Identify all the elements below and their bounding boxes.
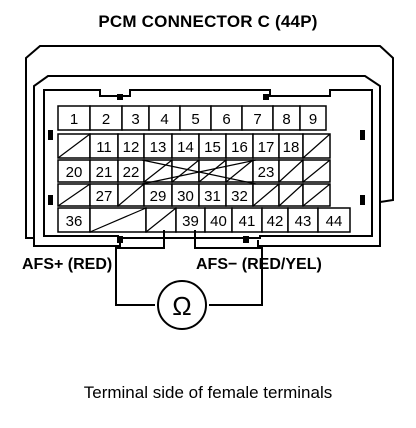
ohm-symbol: Ω [172, 291, 191, 321]
terminal-label: 11 [96, 139, 112, 156]
terminal-label: 32 [231, 188, 248, 205]
blank-cell-slash [302, 133, 331, 159]
cross-line [141, 159, 257, 185]
blank-cell-slash [252, 183, 280, 207]
terminal-label: 42 [267, 213, 284, 230]
terminal-label: 9 [309, 111, 317, 128]
afs-minus-label: AFS− (RED/YEL) [196, 256, 322, 273]
blank-cell-slash [57, 183, 91, 207]
blank-cell-slash [278, 159, 304, 183]
blank-cell-slash [89, 207, 147, 233]
terminal-3 [121, 105, 150, 131]
terminal-label: 36 [66, 213, 83, 230]
page-title: PCM CONNECTOR C (44P) [98, 12, 318, 31]
ohmmeter-circle [157, 280, 207, 330]
terminal-17 [252, 133, 280, 159]
terminal-5 [179, 105, 212, 131]
terminal-label: 17 [258, 139, 275, 156]
terminal-label: 40 [210, 213, 227, 230]
blank-cell-slash [117, 183, 145, 207]
terminal-label: 4 [160, 111, 168, 128]
blank-cell-slash [143, 159, 173, 183]
caption: Terminal side of female terminals [83, 383, 333, 402]
terminal-2 [89, 105, 123, 131]
terminal-label: 8 [282, 111, 290, 128]
blank-cell-slash [302, 183, 331, 207]
blank-cell-slash [57, 133, 91, 159]
terminal-label: 6 [222, 111, 230, 128]
terminal-label: 7 [253, 111, 261, 128]
blank-cell-slash [302, 159, 331, 183]
terminal-label: 21 [96, 164, 113, 181]
terminal-label: 1 [70, 111, 78, 128]
terminal-label: 41 [239, 213, 256, 230]
terminal-label: 43 [295, 213, 312, 230]
terminal-label: 3 [131, 111, 139, 128]
terminal-label: 14 [177, 139, 194, 156]
terminal-label: 16 [231, 139, 248, 156]
terminal-label: 27 [96, 188, 113, 205]
terminal-label: 30 [177, 188, 194, 205]
terminal-label: 15 [204, 139, 221, 156]
housing-tabs [48, 94, 365, 243]
terminal-label: 5 [191, 111, 199, 128]
terminal-label: 23 [258, 164, 275, 181]
terminal-label: 22 [123, 164, 140, 181]
terminal-label: 12 [123, 139, 140, 156]
blank-cell-slash [171, 159, 200, 183]
terminal-label: 29 [150, 188, 167, 205]
terminal-label: 20 [66, 164, 83, 181]
blank-cell-slash [278, 183, 304, 207]
terminal-15 [198, 133, 227, 159]
terminal-label: 39 [182, 213, 199, 230]
terminal-1 [57, 105, 91, 131]
terminal-label: 31 [204, 188, 221, 205]
terminal-9 [299, 105, 327, 131]
terminal-label: 2 [102, 111, 110, 128]
blank-cell-slash [145, 207, 177, 233]
terminal-36 [57, 207, 91, 233]
blank-cell-slash [198, 159, 227, 183]
meter-circuit [115, 230, 263, 330]
terminal-label: 18 [283, 139, 300, 156]
terminal-label: 13 [150, 139, 167, 156]
afs-plus-label: AFS+ (RED) [22, 256, 113, 273]
terminal-44 [317, 207, 351, 233]
terminal-label: 44 [326, 213, 343, 230]
